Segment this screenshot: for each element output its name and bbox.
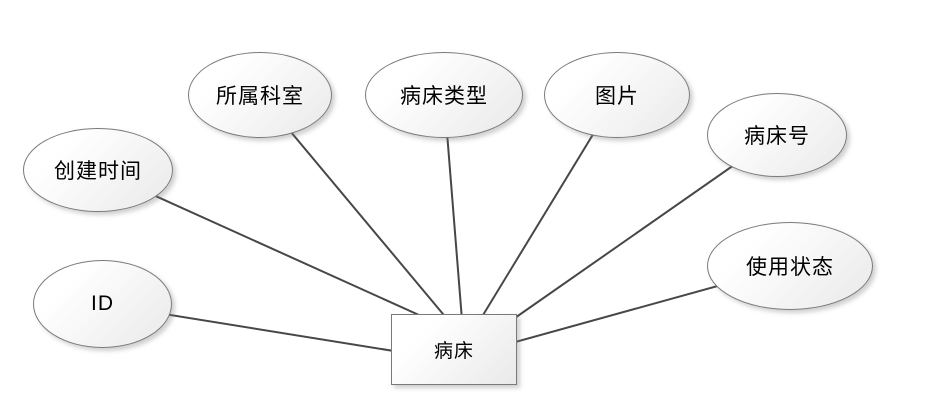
attribute-node-creation-time: 创建时间 [23,128,173,212]
attribute-label-bed-type: 病床类型 [400,85,488,108]
attribute-label-image: 图片 [595,85,639,108]
attribute-label-bed-number: 病床号 [744,125,810,148]
attribute-node-usage-status: 使用状态 [707,222,873,310]
attribute-node-department: 所属科室 [188,52,332,138]
entity-node-bed: 病床 [391,314,517,385]
attribute-node-bed-number: 病床号 [707,93,847,177]
attribute-label-creation-time: 创建时间 [54,160,142,183]
attribute-label-id: ID [91,292,114,315]
entity-label-bed: 病床 [433,341,474,362]
attribute-label-usage-status: 使用状态 [746,256,834,279]
attribute-label-department: 所属科室 [216,85,304,108]
attribute-node-bed-type: 病床类型 [365,52,523,138]
attribute-node-image: 图片 [544,52,690,138]
attribute-node-id: ID [33,260,172,348]
